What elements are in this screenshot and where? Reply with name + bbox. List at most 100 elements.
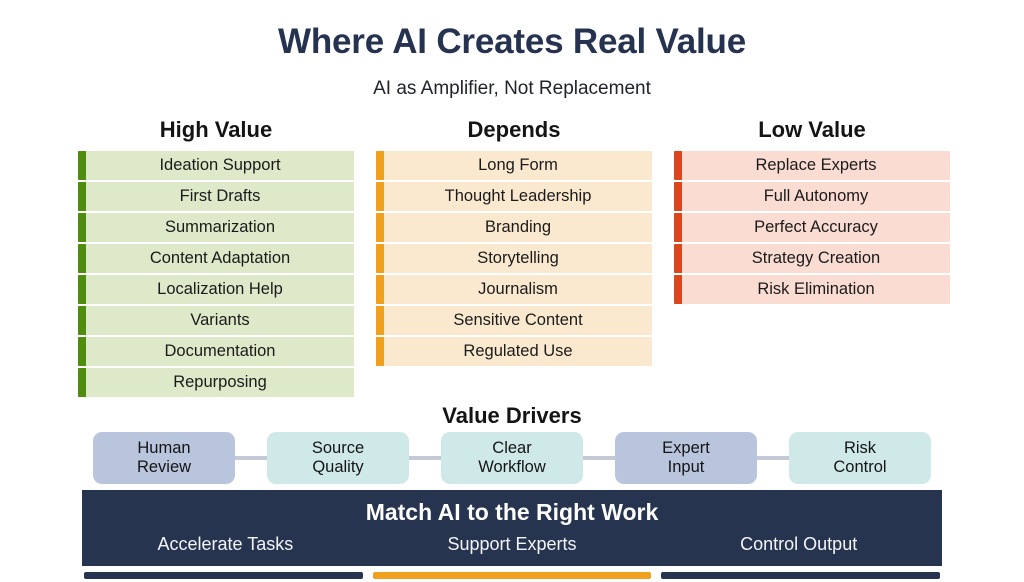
value-item-row[interactable]: Branding — [376, 213, 652, 243]
accent-bar-icon — [376, 337, 384, 367]
value-item-label: Long Form — [384, 151, 652, 181]
value-item-row[interactable]: Localization Help — [78, 275, 354, 305]
driver-connector — [757, 456, 789, 460]
value-item-row[interactable]: Sensitive Content — [376, 306, 652, 336]
value-item-label: Repurposing — [86, 368, 354, 398]
accent-bar-icon — [78, 244, 86, 274]
value-item-label: Replace Experts — [682, 151, 950, 181]
value-item-label: Perfect Accuracy — [682, 213, 950, 243]
driver-connector — [583, 456, 615, 460]
value-item-label: Thought Leadership — [384, 182, 652, 212]
driver-label-line2: Review — [136, 458, 192, 476]
accent-bar-icon — [376, 182, 384, 212]
driver-label-line2: Quality — [312, 458, 364, 476]
value-item-row[interactable]: Summarization — [78, 213, 354, 243]
value-item-row[interactable]: First Drafts — [78, 182, 354, 212]
value-item-label: Regulated Use — [384, 337, 652, 367]
value-item-row[interactable]: Storytelling — [376, 244, 652, 274]
banner-subitems: Accelerate Tasks Support Experts Control O… — [82, 534, 942, 555]
accent-bar-icon — [376, 213, 384, 243]
column-heading: Low Value — [758, 117, 866, 142]
banner-subitem: Support Experts — [447, 534, 577, 554]
value-item-label: Sensitive Content — [384, 306, 652, 336]
banner-subitem: Accelerate Tasks — [157, 534, 294, 554]
driver-connector — [235, 456, 267, 460]
value-item-row[interactable]: Perfect Accuracy — [674, 213, 950, 243]
value-item-label: Localization Help — [86, 275, 354, 305]
accent-bar-icon — [376, 244, 384, 274]
value-item-label: Ideation Support — [86, 151, 354, 181]
page-subtitle: AI as Amplifier, Not Replacement — [373, 78, 651, 99]
accent-bar-icon — [78, 213, 86, 243]
accent-bar-icon — [674, 182, 682, 212]
value-drivers-heading: Value Drivers — [442, 403, 582, 428]
value-item-row[interactable]: Documentation — [78, 337, 354, 367]
value-item-row[interactable]: Full Autonomy — [674, 182, 950, 212]
accent-bar-icon — [78, 151, 86, 181]
accent-bar-icon — [376, 275, 384, 305]
banner-title: Match AI to the Right Work — [365, 499, 659, 525]
driver-connector — [409, 456, 441, 460]
accent-bar-segment — [661, 572, 941, 579]
driver-label-line1: Risk — [843, 438, 877, 457]
page-title: Where AI Creates Real Value — [278, 22, 746, 61]
value-item-label: First Drafts — [86, 182, 354, 212]
accent-bar-icon — [78, 337, 86, 367]
value-item-label: Documentation — [86, 337, 354, 367]
value-item-row[interactable]: Risk Elimination — [674, 275, 950, 305]
accent-bar-icon — [674, 151, 682, 181]
value-item-row[interactable]: Variants — [78, 306, 354, 336]
value-item-row[interactable]: Content Adaptation — [78, 244, 354, 274]
accent-bar-icon — [674, 213, 682, 243]
banner-subitem: Control Output — [740, 534, 858, 554]
value-item-label: Variants — [86, 306, 354, 336]
column-heading: Depends — [467, 117, 561, 142]
driver-label-line1: Expert — [662, 438, 710, 457]
accent-bar-icon — [78, 275, 86, 305]
driver-label-line2: Control — [833, 458, 887, 476]
value-item-label: Storytelling — [384, 244, 652, 274]
value-item-row[interactable]: Ideation Support — [78, 151, 354, 181]
value-item-label: Full Autonomy — [682, 182, 950, 212]
value-item-row[interactable]: Replace Experts — [674, 151, 950, 181]
accent-bar-icon — [674, 275, 682, 305]
accent-bar-icon — [78, 182, 86, 212]
driver-label-line1: Human — [137, 438, 191, 457]
accent-bar-icon — [674, 244, 682, 274]
bottom-banner: Match AI to the Right Work Accelerate Ta… — [82, 490, 942, 566]
value-item-row[interactable]: Strategy Creation — [674, 244, 950, 274]
accent-bar-icon — [376, 306, 384, 336]
value-item-label: Risk Elimination — [682, 275, 950, 305]
driver-label-line1: Clear — [492, 438, 532, 457]
value-item-row[interactable]: Repurposing — [78, 368, 354, 398]
value-item-row[interactable]: Long Form — [376, 151, 652, 181]
value-item-label: Content Adaptation — [86, 244, 354, 274]
value-item-label: Summarization — [86, 213, 354, 243]
driver-label-line1: Source — [311, 438, 365, 457]
value-item-row[interactable]: Journalism — [376, 275, 652, 305]
accent-bar-icon — [376, 151, 384, 181]
value-item-row[interactable]: Thought Leadership — [376, 182, 652, 212]
value-item-label: Journalism — [384, 275, 652, 305]
accent-bar-icon — [78, 368, 86, 398]
accent-bar-segment — [84, 572, 363, 579]
accent-bars — [84, 572, 941, 579]
value-item-label: Branding — [384, 213, 652, 243]
column-heading: High Value — [159, 117, 273, 142]
value-item-row[interactable]: Regulated Use — [376, 337, 652, 367]
accent-bar-segment — [372, 572, 652, 579]
